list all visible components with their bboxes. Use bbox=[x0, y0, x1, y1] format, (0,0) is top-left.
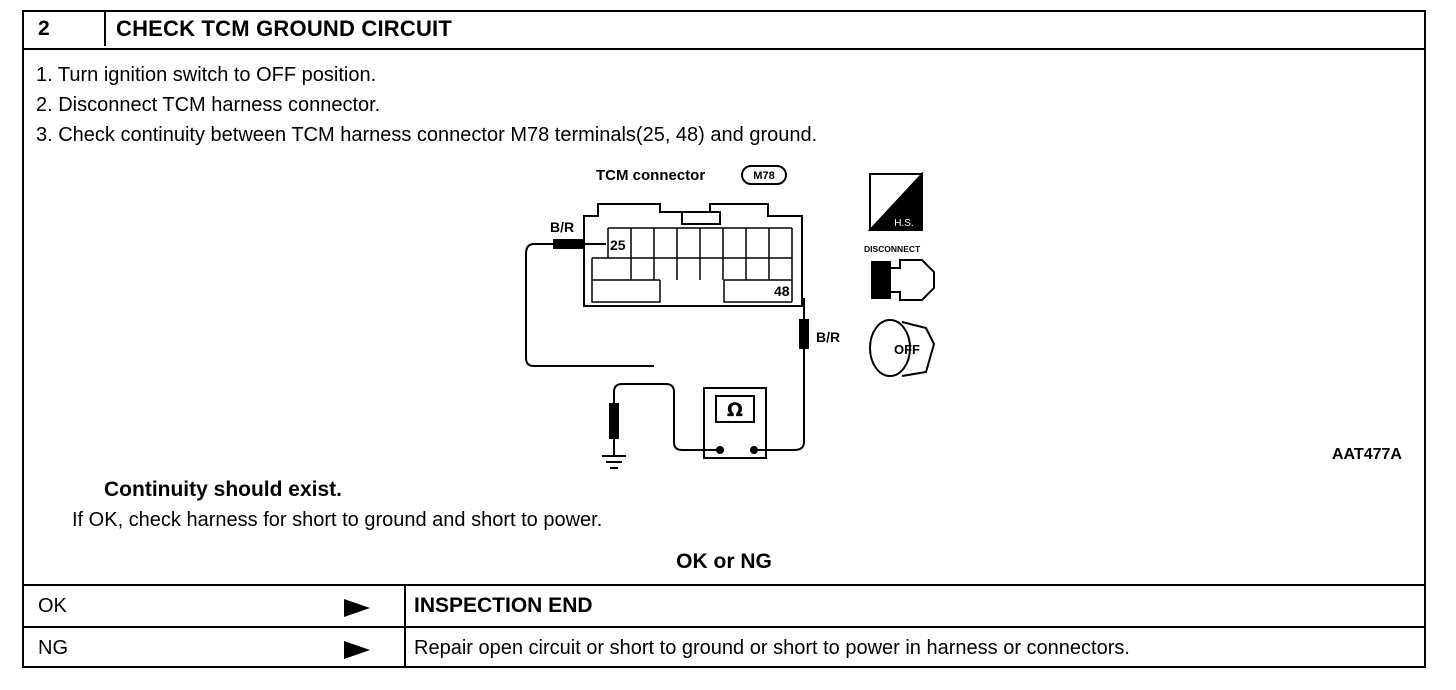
outcome-label: OK bbox=[38, 595, 67, 617]
terminal-48-label: 48 bbox=[774, 283, 790, 299]
outcome-label: NG bbox=[38, 637, 68, 659]
ohmmeter bbox=[703, 387, 767, 459]
ohm-symbol: Ω bbox=[727, 399, 743, 421]
outcome-action: Repair open circuit or short to ground o… bbox=[414, 637, 1130, 659]
ground-symbol bbox=[602, 438, 626, 469]
divider bbox=[404, 586, 406, 626]
procedure-title: CHECK TCM GROUND CIRCUIT bbox=[116, 16, 453, 41]
terminal-25-label: 25 bbox=[610, 237, 626, 253]
connector-id: M78 bbox=[753, 170, 774, 182]
continuity-spec: Continuity should exist. bbox=[104, 478, 343, 501]
ignition-off-icon: OFF bbox=[869, 319, 936, 377]
ok-or-ng-heading: OK or NG bbox=[676, 550, 772, 573]
instruction-step-2: 2. Disconnect TCM harness connector. bbox=[36, 94, 381, 116]
instruction-step-1: 1. Turn ignition switch to OFF position. bbox=[36, 64, 377, 86]
probe-b bbox=[799, 319, 809, 349]
connector-latch bbox=[681, 211, 721, 225]
connector-label: TCM connector bbox=[596, 167, 705, 184]
outcome-row-ok: OK INSPECTION END bbox=[24, 584, 1424, 626]
arrow-right-icon bbox=[344, 599, 370, 617]
probe-a-wire bbox=[525, 243, 654, 367]
disconnect-label: DISCONNECT bbox=[864, 244, 921, 254]
connector-body bbox=[583, 203, 803, 307]
probe-a bbox=[553, 239, 583, 249]
arrow-right-icon bbox=[344, 641, 370, 659]
outcome-row-ng: NG Repair open circuit or short to groun… bbox=[24, 626, 1424, 668]
instruction-step-3: 3. Check continuity between TCM harness … bbox=[36, 124, 818, 146]
wire-color-a: B/R bbox=[550, 219, 574, 235]
wire-color-b: B/R bbox=[816, 329, 840, 345]
disconnect-icon bbox=[871, 259, 935, 301]
meter-lead-a bbox=[613, 383, 720, 451]
connector-diagram: TCM connector M78 25 48 B/R B/R Ω bbox=[525, 165, 936, 469]
ok-note: If OK, check harness for short to ground… bbox=[72, 509, 603, 531]
off-label: OFF bbox=[894, 342, 920, 357]
outcome-action: INSPECTION END bbox=[414, 594, 593, 617]
hs-icon: H.S. bbox=[867, 171, 923, 231]
ohmmeter-display bbox=[715, 395, 755, 423]
connector-id-badge bbox=[741, 165, 787, 185]
ground-probe bbox=[609, 403, 619, 439]
figure-id: AAT477A bbox=[1332, 446, 1402, 463]
procedure-header: 2 CHECK TCM GROUND CIRCUIT bbox=[24, 12, 1424, 50]
hs-label: H.S. bbox=[894, 218, 913, 229]
probe-b-wire bbox=[758, 298, 805, 451]
procedure-box: 2 CHECK TCM GROUND CIRCUIT 1. Turn ignit… bbox=[22, 10, 1426, 668]
connector-grid bbox=[591, 227, 793, 303]
step-number: 2 bbox=[24, 12, 106, 46]
divider bbox=[404, 628, 406, 668]
